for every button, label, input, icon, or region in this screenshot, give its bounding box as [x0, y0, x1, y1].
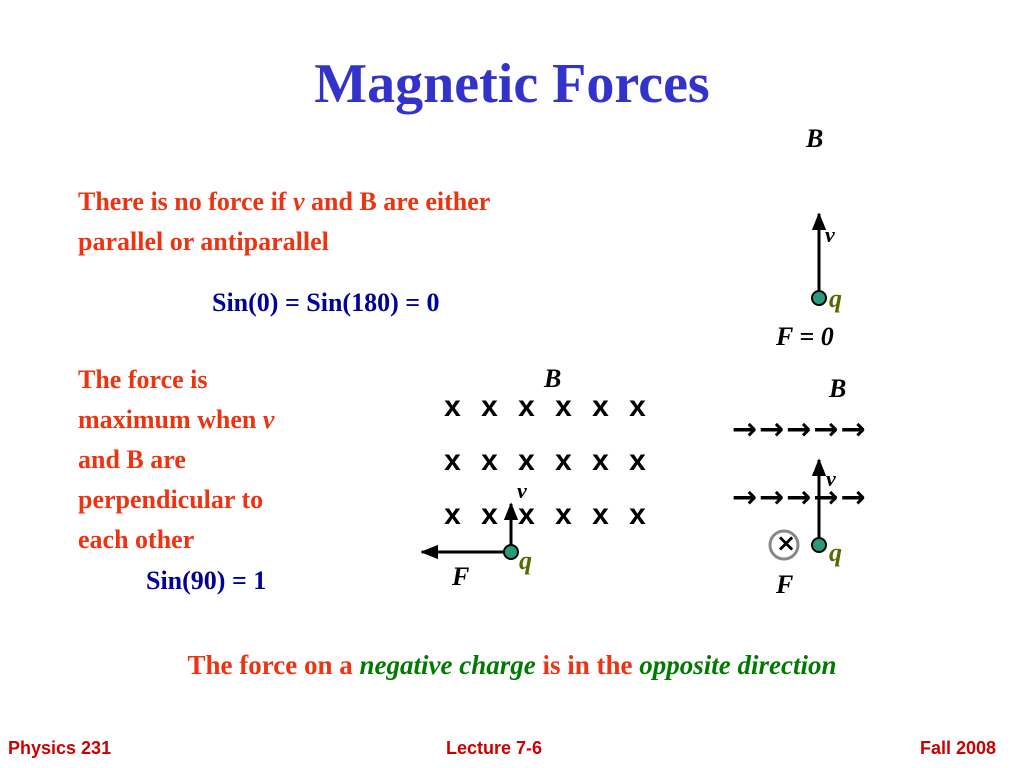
statement1-line2: parallel or antiparallel: [78, 227, 329, 256]
field-x-mark: x: [592, 498, 609, 531]
field-x-mark: x: [629, 498, 646, 531]
statement-no-force: There is no force if v and B are either …: [78, 182, 490, 262]
statement2-line5: each other: [78, 525, 195, 554]
diagram1-q-label: q: [829, 284, 842, 313]
field-x-mark: x: [555, 498, 572, 531]
footer-course: Physics 231: [8, 738, 112, 758]
diagram2-f-label: F: [452, 562, 470, 591]
diagram3-field-row-2: →→→→→: [732, 480, 868, 515]
diagram2-charge-dot: [503, 544, 519, 560]
statement2-v: v: [262, 405, 275, 434]
field-x-mark: x: [555, 444, 572, 477]
field-x-mark: x: [518, 444, 535, 477]
field-x-mark: x: [481, 390, 498, 423]
field-x-mark: x: [629, 444, 646, 477]
note-part2: is in the: [535, 650, 640, 680]
field-arrow: →: [813, 412, 841, 447]
field-x-mark: x: [629, 390, 646, 423]
diagram3-f-label: F: [776, 570, 794, 599]
statement-max-force: The force is maximum when v and B are pe…: [78, 360, 274, 560]
note-negative-charge: negative charge: [359, 650, 536, 680]
field-arrow: →: [840, 480, 868, 515]
sin-ninety-equation: Sin(90) = 1: [146, 566, 267, 595]
field-arrow: →: [759, 412, 787, 447]
field-arrow: →: [759, 480, 787, 515]
field-arrow: →: [840, 412, 868, 447]
field-x-mark: x: [444, 444, 461, 477]
field-arrow: →: [732, 480, 760, 515]
diagram3-b-label: B: [829, 374, 847, 403]
note-opposite-direction: opposite direction: [639, 650, 837, 680]
field-arrow: →: [786, 480, 814, 515]
diagram2-q-label: q: [519, 546, 532, 575]
diagram1-b-label: B: [806, 124, 824, 153]
note-part1: The force on a: [187, 650, 360, 680]
diagram2-b-label: B: [544, 364, 562, 393]
diagram1-charge-dot: [811, 290, 827, 306]
field-x-mark: x: [444, 390, 461, 423]
field-x-mark: x: [592, 390, 609, 423]
statement2-line2: maximum when: [78, 405, 263, 434]
field-x-mark: x: [481, 498, 498, 531]
slide-title: Magnetic Forces: [314, 53, 710, 115]
negative-charge-note: The force on a negative charge is in the…: [0, 650, 1024, 681]
diagram3-q-label: q: [829, 538, 842, 567]
statement2-line1: The force is: [78, 365, 208, 394]
field-x-mark: x: [555, 390, 572, 423]
statement1-v: v: [292, 187, 305, 216]
statement2-line4: perpendicular to: [78, 485, 264, 514]
diagram3-v-label: v: [826, 466, 836, 491]
field-x-mark: x: [518, 498, 535, 531]
diagram3-field-row-1: →→→→→: [732, 412, 868, 447]
field-x-mark: x: [592, 444, 609, 477]
field-x-mark: x: [518, 390, 535, 423]
field-x-mark: x: [444, 498, 461, 531]
statement1-part1: There is no force if: [78, 187, 293, 216]
field-arrow: →: [732, 412, 760, 447]
statement1-part2: and B are either: [304, 187, 491, 216]
diagram3-cross-mark: ×: [776, 529, 797, 557]
footer-lecture: Lecture 7-6: [446, 738, 543, 758]
sin-zero-equation: Sin(0) = Sin(180) = 0: [212, 288, 440, 317]
diagram2-v-label: v: [517, 478, 527, 503]
field-arrow: →: [813, 480, 841, 515]
diagram3-charge-dot: [811, 537, 827, 553]
statement2-line3: and B are: [78, 445, 186, 474]
diagram1-f-text: F = 0: [776, 322, 834, 351]
field-arrow: →: [786, 412, 814, 447]
footer-term: Fall 2008: [920, 738, 997, 758]
diagram3-force-into-page-circle: [768, 529, 800, 561]
diagram1-v-label: v: [825, 222, 835, 247]
field-x-mark: x: [481, 444, 498, 477]
diagram1-f-label: F = 0: [776, 322, 834, 352]
